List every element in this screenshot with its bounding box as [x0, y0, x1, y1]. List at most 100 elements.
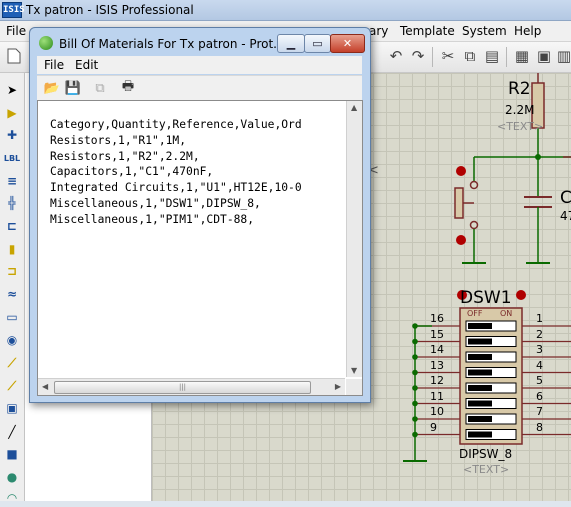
bom-line: Integrated Circuits,1,"U1",HT12E,10-0: [50, 181, 302, 195]
dsw1-left-pin-number: 15: [430, 327, 444, 341]
dsw1-left-pin-number: 14: [430, 343, 444, 356]
menu-library[interactable]: ary: [369, 24, 389, 38]
circle-icon[interactable]: ●: [6, 470, 18, 484]
dsw1-left-pin-number: 13: [430, 358, 444, 372]
bom-menu-edit[interactable]: Edit: [75, 58, 99, 72]
schematic-drawing: [403, 73, 571, 462]
dsw1-right-pin-number: 7: [536, 405, 543, 418]
menu-help[interactable]: Help: [514, 24, 542, 38]
dsw1-left-pin-number: 12: [430, 374, 444, 387]
dsw1-right-pin-number: 3: [536, 343, 543, 356]
c1-value-label: 47: [560, 209, 571, 223]
junction-dot-icon[interactable]: ✚: [6, 128, 18, 142]
maximize-icon: ▭: [312, 37, 323, 50]
arc-icon[interactable]: ◠: [7, 491, 17, 505]
horizontal-scroll-thumb[interactable]: |||: [54, 381, 311, 394]
dsw1-right-pin-number: 6: [536, 389, 543, 403]
close-icon: ✕: [342, 37, 353, 50]
dsw1-right-pin-number: 1: [536, 312, 543, 325]
block-move-icon[interactable]: ▣: [536, 47, 552, 65]
component-mode-icon[interactable]: ▶: [7, 106, 17, 120]
undo-icon[interactable]: ↶: [389, 47, 403, 65]
canvas-scroll-marker: <: [368, 163, 379, 178]
bom-window[interactable]: Bill Of Materials For Tx patron - Prot..…: [29, 27, 371, 403]
virtual-instruments-icon[interactable]: ▣: [6, 401, 18, 415]
bom-line: Miscellaneous,1,"PIM1",CDT-88,: [50, 212, 255, 226]
r2-text-placeholder: <TEXT>: [497, 120, 544, 133]
scroll-up-icon[interactable]: ▲: [351, 103, 358, 112]
main-window-title: Tx patron - ISIS Professional: [26, 3, 194, 17]
isis-app-icon: ISIS: [2, 2, 25, 18]
bom-line: Capacitors,1,"C1",470nF,: [50, 165, 214, 179]
menu-file[interactable]: File: [6, 24, 27, 38]
scroll-right-icon[interactable]: ▶: [334, 382, 341, 391]
bom-line: Category,Quantity,Reference,Value,Ord: [50, 118, 302, 131]
scrollbar-corner: [346, 379, 362, 395]
r2-value-label: 2.2M: [505, 103, 535, 117]
paste-icon[interactable]: ▤: [484, 47, 500, 65]
proteus-app-icon: [39, 36, 53, 50]
redo-icon[interactable]: ↷: [411, 47, 425, 65]
save-icon[interactable]: 💾: [64, 80, 82, 96]
bom-toolbar: 📂 💾 ⧉ 🖶: [37, 75, 362, 101]
print-icon[interactable]: 🖶: [121, 79, 135, 94]
terminals-icon[interactable]: ▮: [8, 242, 16, 256]
menu-template[interactable]: Template: [400, 24, 455, 38]
copy-icon[interactable]: ⧉: [464, 47, 476, 65]
graph-icon[interactable]: ≈: [6, 287, 18, 301]
scroll-down-icon[interactable]: ▼: [351, 366, 358, 375]
copy-icon[interactable]: ⧉: [95, 80, 105, 96]
voltage-probe-icon[interactable]: ⟋: [7, 355, 17, 370]
buses-icon[interactable]: ╬: [8, 196, 16, 210]
bom-menu-file[interactable]: File: [44, 58, 65, 72]
scroll-left-icon[interactable]: ◀: [42, 382, 49, 391]
dsw1-left-pin-number: 16: [430, 312, 444, 325]
bom-title-bar[interactable]: Bill Of Materials For Tx patron - Prot..…: [30, 28, 370, 56]
minimize-button[interactable]: ▁: [277, 34, 305, 53]
box-icon[interactable]: ■: [6, 447, 18, 461]
bom-line: Miscellaneous,1,"DSW1",DIPSW_8,: [50, 196, 261, 210]
new-file-icon[interactable]: [4, 46, 24, 66]
menu-system[interactable]: System: [462, 24, 507, 38]
block-rotate-icon[interactable]: ▥: [556, 47, 571, 65]
dsw1-left-pin-number: 11: [430, 389, 444, 403]
device-pins-icon[interactable]: ⊐: [6, 264, 18, 278]
selection-mode-icon[interactable]: ➤: [6, 83, 18, 97]
vertical-scrollbar[interactable]: ▲ ▼: [346, 101, 362, 377]
bom-menu-bar: File Edit: [37, 56, 362, 74]
dsw1-right-pin-number: 5: [536, 374, 543, 387]
generator-icon[interactable]: ◉: [6, 333, 18, 347]
horizontal-scrollbar[interactable]: ◀ ||| ▶: [38, 378, 345, 395]
toolbar-separator: [506, 47, 507, 67]
current-probe-icon[interactable]: ⟋: [7, 378, 17, 393]
line-icon[interactable]: ╱: [8, 425, 16, 439]
bom-line: Resistors,1,"R1",1M,: [50, 133, 187, 147]
toolbar-separator: [432, 47, 433, 67]
bom-window-title: Bill Of Materials For Tx patron - Prot..…: [59, 37, 285, 51]
mode-toolbar: ➤ ▶ ✚ LBL ≡ ╬ ⊏ ▮ ⊐ ≈ ▭ ◉ ⟋ ⟋ ▣ ╱ ■ ● ◠: [0, 73, 25, 505]
r2-reference-label: R2: [508, 79, 531, 99]
dsw1-right-pin-number: 2: [536, 327, 543, 341]
block-copy-icon[interactable]: ▦: [514, 47, 530, 65]
dsw1-on-label: ON: [500, 309, 513, 318]
dsw1-right-pin-number: 8: [536, 420, 543, 434]
dsw1-right-pin-number: 4: [536, 358, 543, 372]
subcircuit-icon[interactable]: ⊏: [6, 219, 18, 233]
dsw1-left-pin-number: 10: [430, 405, 444, 418]
c1-reference-label: C: [560, 188, 571, 208]
open-folder-icon[interactable]: 📂: [43, 80, 61, 96]
text-script-icon[interactable]: ≡: [6, 174, 18, 188]
dsw1-off-label: OFF: [467, 309, 483, 318]
maximize-button[interactable]: ▭: [304, 34, 331, 53]
wire-label-icon[interactable]: LBL: [3, 153, 21, 163]
main-title-bar: ISIS Tx patron - ISIS Professional: [0, 0, 571, 21]
cut-icon[interactable]: ✂: [441, 47, 455, 65]
dsw1-reference-label: DSW1: [460, 288, 512, 308]
bom-line: Resistors,1,"R2",2.2M,: [50, 149, 200, 163]
tape-recorder-icon[interactable]: ▭: [6, 310, 18, 324]
dsw1-text-placeholder: <TEXT>: [463, 463, 510, 476]
dsw1-left-pin-number: 9: [430, 420, 437, 434]
close-button[interactable]: ✕: [330, 34, 365, 53]
